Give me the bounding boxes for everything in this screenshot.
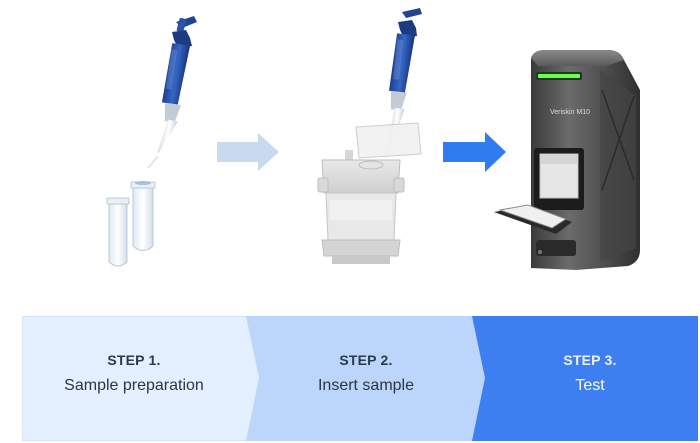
sample-cartridge-icon: [317, 122, 422, 264]
step-1-title: STEP 1.: [107, 352, 161, 368]
device-brand-label: Veriskin M10: [550, 109, 590, 116]
step-1-description: Sample preparation: [64, 377, 204, 394]
step-3: STEP 3. Test: [482, 352, 698, 395]
step-2-title: STEP 2.: [339, 352, 393, 368]
sample-tubes-icon: [106, 181, 156, 267]
step-2-description: Insert sample: [317, 377, 415, 394]
step-1: STEP 1. Sample preparation: [22, 352, 246, 395]
pipette-icon: [147, 16, 197, 169]
testing-device-icon: Veriskin M10: [494, 50, 640, 270]
steps-bar: STEP 1. Sample preparation STEP 2. Inser…: [22, 316, 698, 441]
arrow-right-blue-icon: [443, 132, 506, 172]
step-3-panel: [472, 316, 698, 441]
arrow-right-light-icon: [217, 133, 279, 171]
step-2: STEP 2. Insert sample: [254, 352, 478, 395]
step-3-title: STEP 3.: [563, 352, 617, 368]
process-illustration: Veriskin M10: [106, 8, 640, 270]
step-2-panel: [246, 316, 488, 441]
step-3-description: Test: [575, 377, 605, 394]
